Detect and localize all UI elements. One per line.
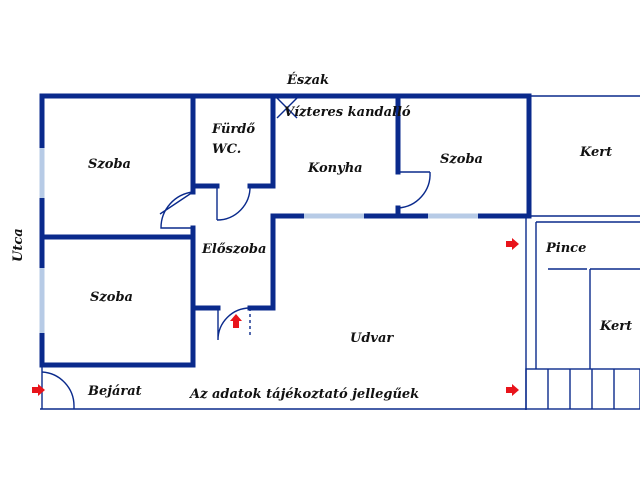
kitchen-label: Konyha (307, 161, 363, 176)
arrow-yard-bottom-icon (506, 384, 519, 396)
north-label: Észak (286, 72, 329, 88)
yard-lines (40, 95, 640, 410)
room-right-label: Szoba (440, 152, 483, 167)
walls (39, 93, 532, 368)
fireplace-symbol (276, 97, 298, 119)
bathroom-label-line2: WC. (212, 142, 241, 157)
door-room-right (397, 171, 431, 209)
cellar-label: Pince (545, 241, 586, 256)
stairs-outline (525, 368, 640, 410)
labels: Észak Vízteres kandalló Szoba Fürdő WC. … (11, 72, 632, 402)
door-room-top-left (159, 191, 194, 229)
room-top-left-label: Szoba (88, 157, 131, 172)
street-label: Utca (11, 228, 26, 262)
fireplace-x-b (276, 97, 298, 119)
arrow-hall-up-icon (230, 314, 242, 328)
entrance-label: Bejárat (87, 384, 142, 399)
stairs (525, 368, 640, 410)
arrow-entrance-icon (32, 384, 45, 396)
arrows (32, 238, 519, 396)
room-bottom-left-label: Szoba (90, 290, 133, 305)
hallway-label: Előszoba (201, 242, 266, 257)
windows (39, 148, 478, 333)
door-entrance (41, 365, 75, 409)
doors (41, 171, 431, 409)
arrow-yard-top-icon (506, 238, 519, 250)
garden-top-label: Kert (579, 145, 612, 160)
courtyard-label: Udvar (350, 331, 394, 346)
garden-bottom-label: Kert (599, 319, 632, 334)
disclaimer-label: Az adatok tájékoztató jellegűek (188, 387, 419, 402)
bathroom-label-line1: Fürdő (211, 122, 255, 137)
door-hall-bottom (217, 307, 251, 341)
fireplace-label: Vízteres kandalló (284, 105, 411, 120)
door-bathroom (216, 185, 251, 221)
